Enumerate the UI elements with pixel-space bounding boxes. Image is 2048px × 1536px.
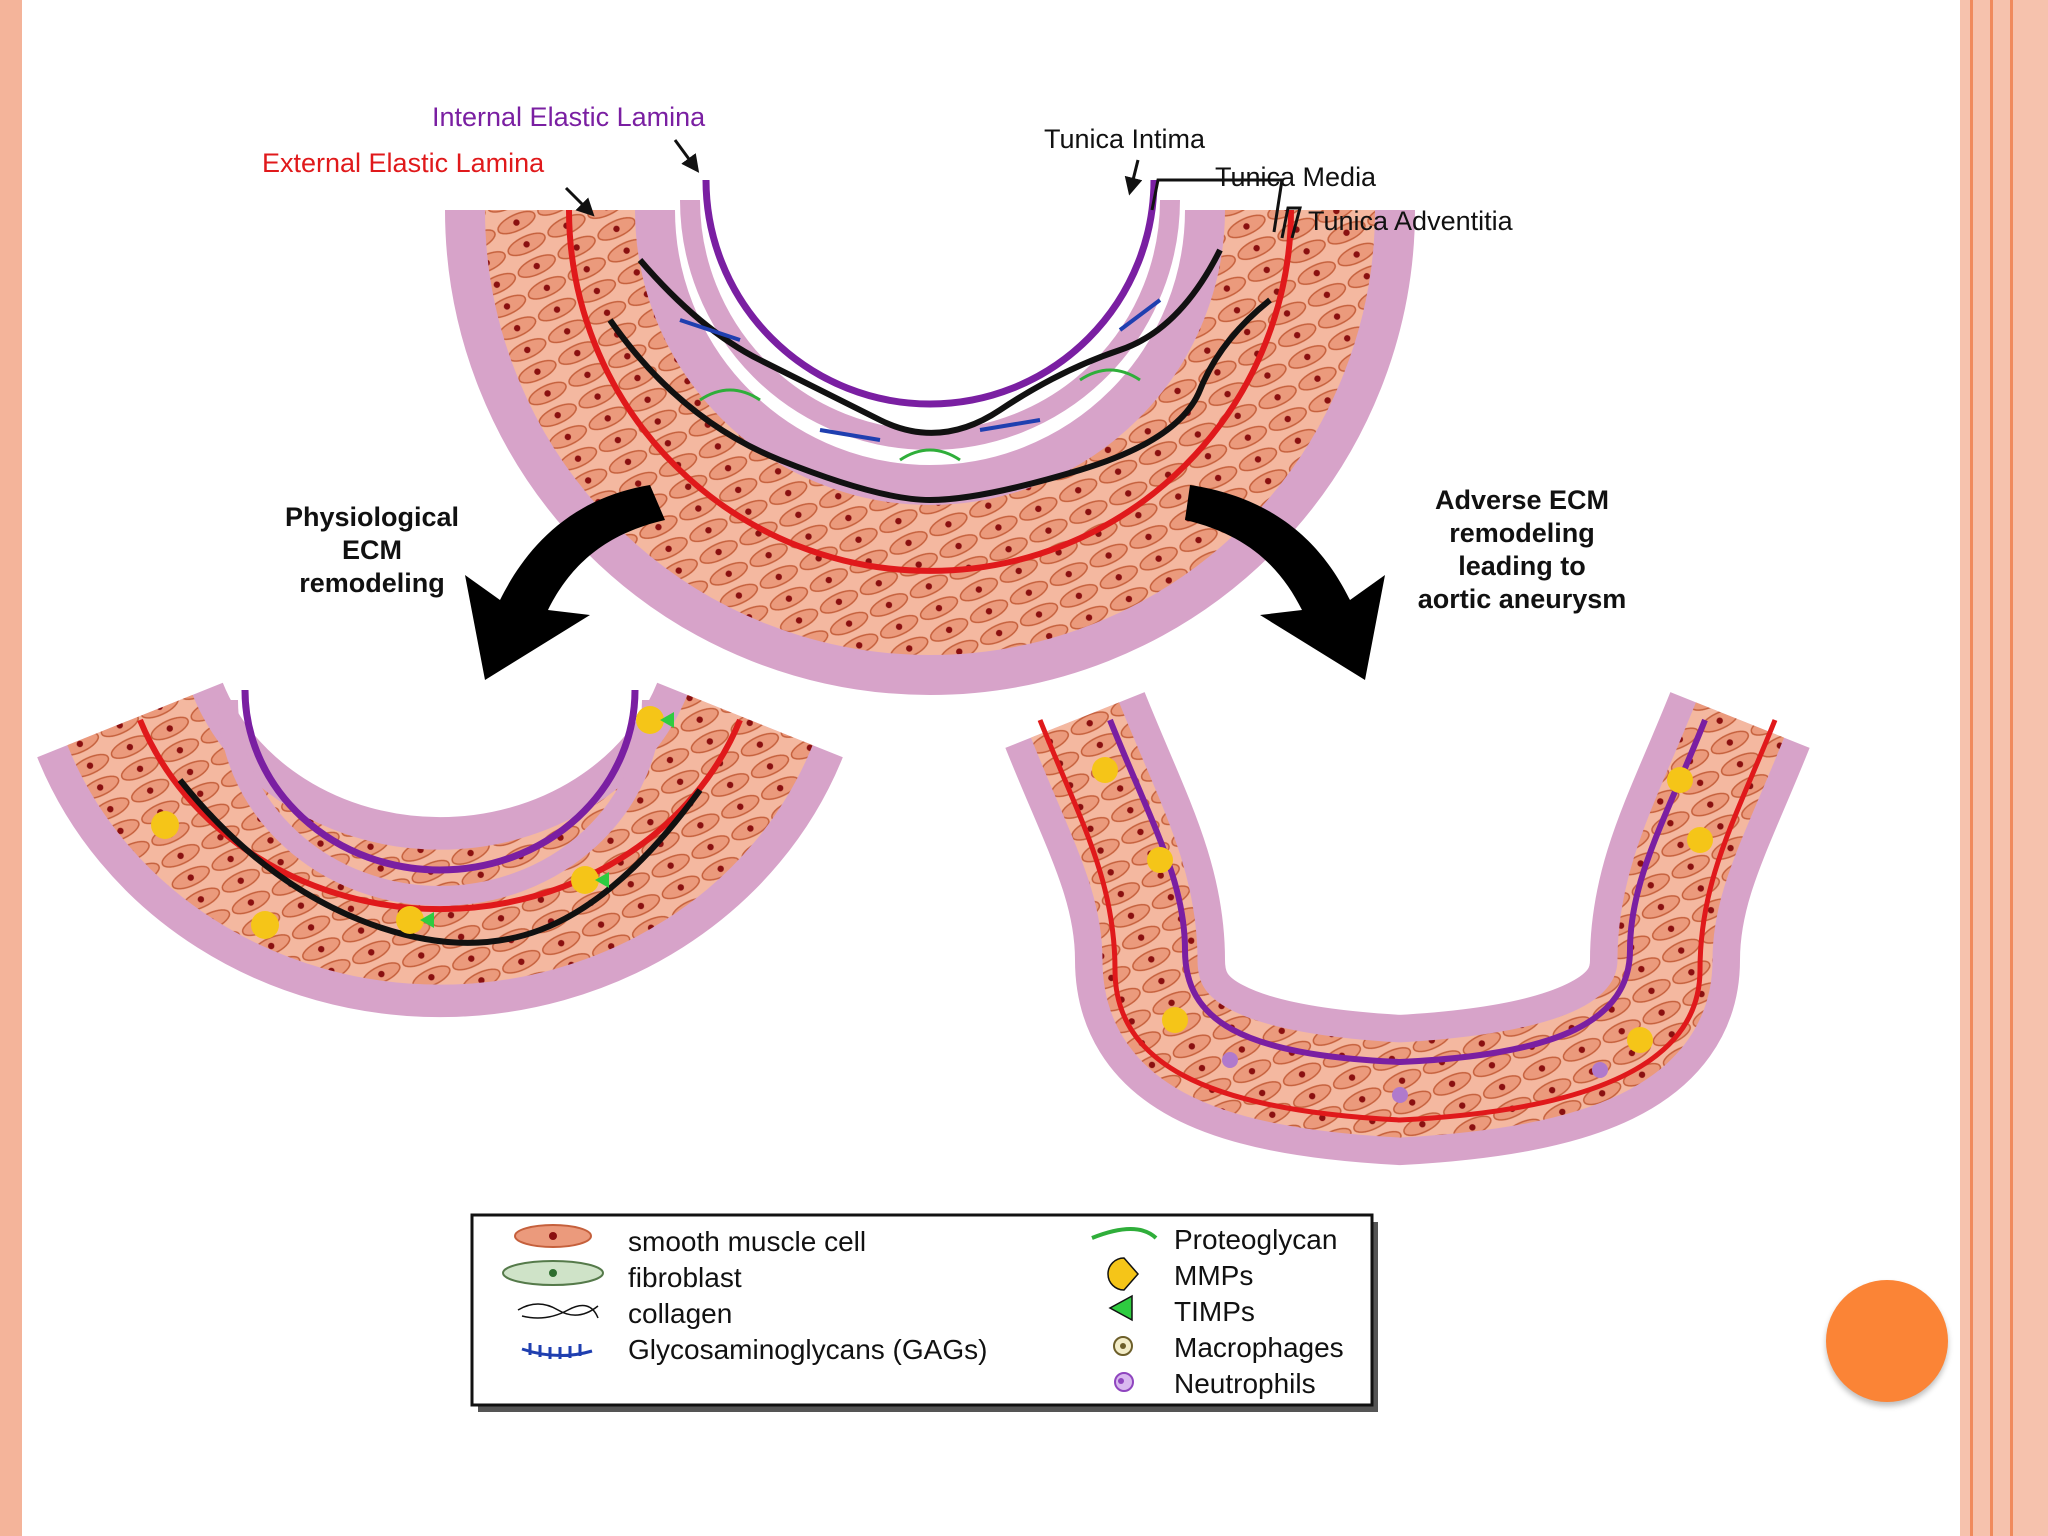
timp-icon bbox=[1108, 1294, 1133, 1322]
orange-dot-decoration bbox=[1826, 1280, 1948, 1402]
healthy-aortic-wall bbox=[445, 179, 1415, 695]
caption-line: Adverse ECM bbox=[1435, 485, 1609, 515]
caption-line: remodeling bbox=[299, 568, 445, 598]
slide-right-line bbox=[2010, 0, 2013, 1536]
legend-label: Neutrophils bbox=[1174, 1368, 1316, 1399]
external-lamina-line bbox=[566, 209, 1294, 574]
caption-line: leading to bbox=[1458, 551, 1586, 581]
caption-line: ECM bbox=[342, 535, 402, 565]
mmp-marker bbox=[636, 706, 664, 734]
macrophage-icon-center bbox=[1120, 1343, 1126, 1349]
collagen-icon bbox=[517, 1303, 599, 1319]
physiological-arrow bbox=[465, 485, 665, 680]
legend-box: smooth muscle cell fibroblast collagen G… bbox=[470, 1213, 1378, 1412]
caption-line: remodeling bbox=[1449, 518, 1595, 548]
mmp-marker bbox=[151, 811, 179, 839]
internal-lamina-line bbox=[702, 179, 1158, 408]
mmp-marker bbox=[1162, 1007, 1188, 1033]
intima-layer bbox=[218, 699, 662, 906]
smooth-muscle-cell-icon-nucleus bbox=[549, 1232, 557, 1240]
adverse-caption: Adverse ECM remodeling leading to aortic… bbox=[1418, 485, 1627, 614]
legend-label: MMPs bbox=[1174, 1260, 1253, 1291]
neutrophil-marker bbox=[1392, 1087, 1408, 1103]
external-elastic-lamina-label: External Elastic Lamina bbox=[262, 148, 545, 178]
elastic-fiber bbox=[637, 248, 1223, 436]
media-layer bbox=[67, 693, 813, 985]
physiological-caption: Physiological ECM remodeling bbox=[285, 502, 459, 598]
aneurysm-aortic-wall bbox=[1005, 692, 1810, 1166]
slide-left-border bbox=[0, 0, 22, 1536]
slide-right-border bbox=[1960, 0, 2048, 1536]
mmp-marker bbox=[1092, 757, 1118, 783]
external-lamina-line bbox=[1037, 719, 1778, 1123]
fibroblast-icon-nucleus bbox=[549, 1269, 557, 1277]
tunica-adventitia-label: Tunica Adventitia bbox=[1308, 206, 1514, 236]
mmp-icon bbox=[1107, 1257, 1139, 1291]
pointer-arrow bbox=[673, 139, 700, 173]
slide-right-line bbox=[1990, 0, 1993, 1536]
neutrophil-marker bbox=[1222, 1052, 1238, 1068]
caption-line: Physiological bbox=[285, 502, 459, 532]
internal-lamina-line bbox=[241, 689, 639, 874]
legend-label: Proteoglycan bbox=[1174, 1224, 1337, 1255]
elastic-fiber bbox=[607, 297, 1272, 504]
adventitia-bracket bbox=[1280, 206, 1302, 239]
mmp-marker bbox=[251, 911, 279, 939]
tunica-intima-label: Tunica Intima bbox=[1044, 124, 1206, 154]
slide-right-line bbox=[1970, 0, 1973, 1536]
adverse-arrow bbox=[1185, 485, 1385, 680]
mmp-marker bbox=[1687, 827, 1713, 853]
legend-label: smooth muscle cell bbox=[628, 1226, 866, 1257]
pointer-arrow bbox=[1124, 159, 1143, 196]
gag-marks bbox=[679, 298, 1162, 442]
tunica-media-label: Tunica Media bbox=[1215, 162, 1377, 192]
neutrophil-marker bbox=[1592, 1062, 1608, 1078]
mmp-marker bbox=[571, 866, 599, 894]
legend-label: TIMPs bbox=[1174, 1296, 1255, 1327]
gag-icon bbox=[521, 1343, 593, 1359]
external-lamina-line bbox=[137, 718, 743, 913]
media-bracket bbox=[1150, 178, 1284, 233]
neutrophil-icon-lobe bbox=[1118, 1378, 1124, 1384]
pointer-arrow bbox=[564, 186, 595, 217]
neutrophil-icon bbox=[1114, 1372, 1134, 1392]
legend-frame bbox=[470, 1213, 1374, 1407]
mmp-marker bbox=[1147, 847, 1173, 873]
elastic-fiber bbox=[177, 778, 703, 946]
proteoglycan-marks bbox=[699, 368, 1141, 462]
media-layer bbox=[485, 209, 1375, 655]
legend-label: Glycosaminoglycans (GAGs) bbox=[628, 1334, 987, 1365]
mmp-marker bbox=[1627, 1027, 1653, 1053]
internal-elastic-lamina-label: Internal Elastic Lamina bbox=[432, 102, 706, 132]
internal-lamina-line bbox=[1107, 718, 1708, 1066]
mmp-marker bbox=[396, 906, 424, 934]
proteoglycan-icon bbox=[1091, 1227, 1158, 1240]
physiological-aortic-wall bbox=[37, 681, 843, 1018]
legend-label: collagen bbox=[628, 1298, 732, 1329]
caption-line: aortic aneurysm bbox=[1418, 584, 1627, 614]
legend-label: Macrophages bbox=[1174, 1332, 1344, 1363]
mmp-marker bbox=[1667, 767, 1693, 793]
legend-label: fibroblast bbox=[628, 1262, 742, 1293]
